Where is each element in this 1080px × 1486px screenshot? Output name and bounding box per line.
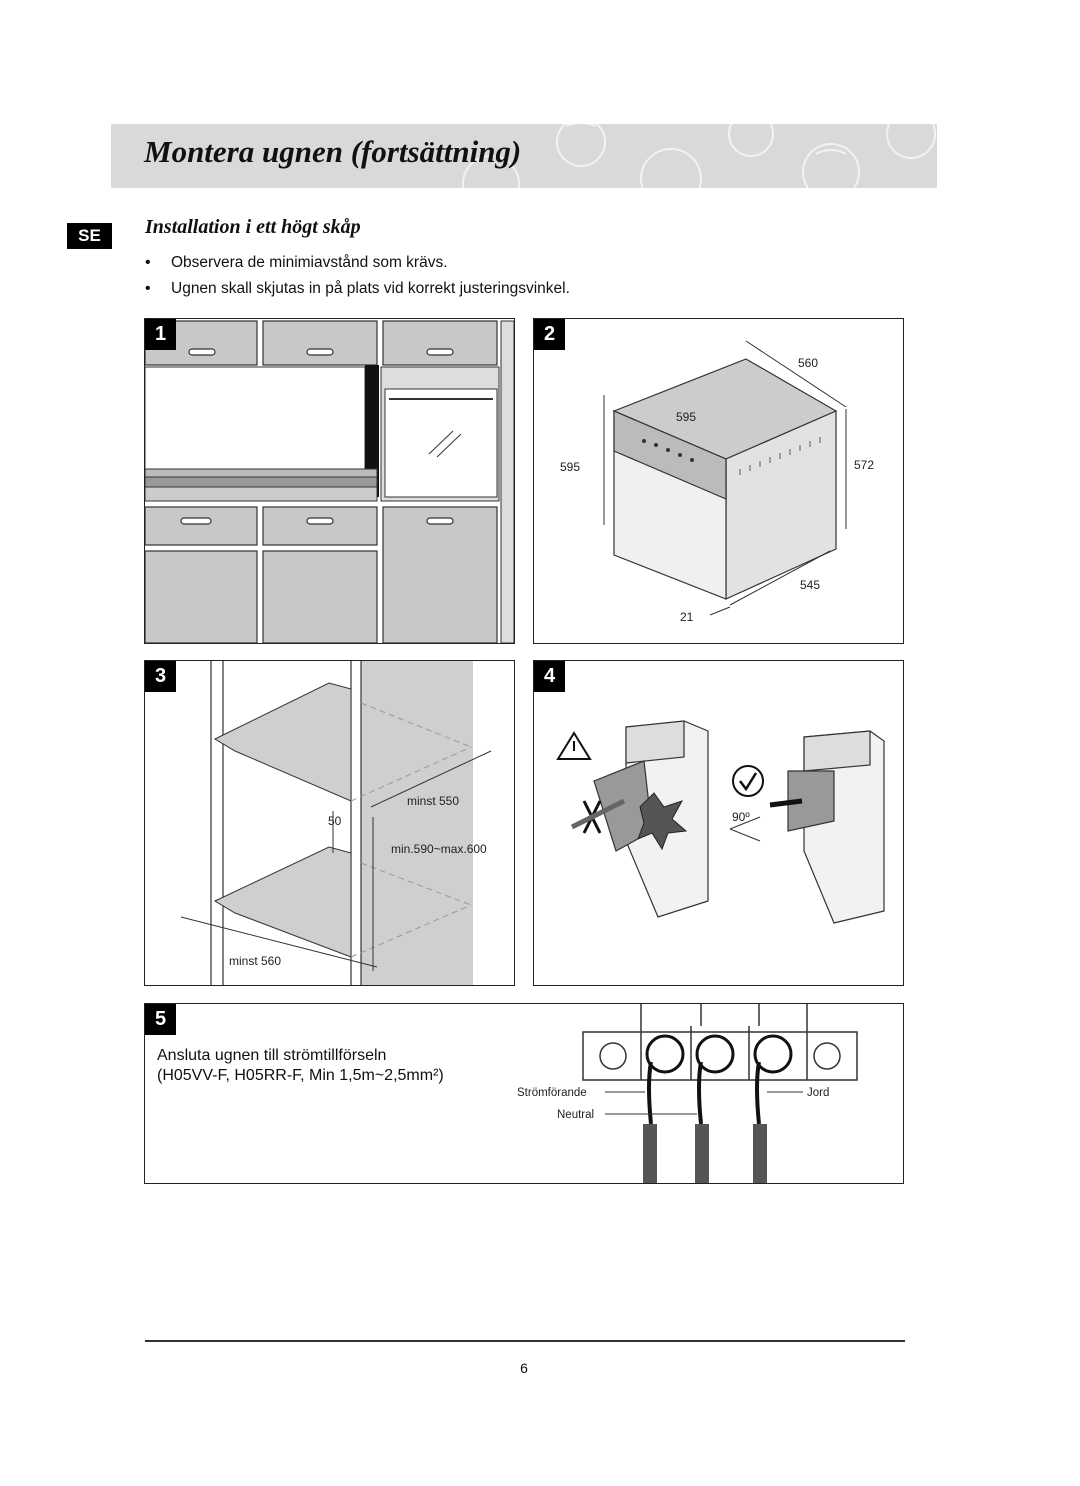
footer-divider bbox=[145, 1340, 905, 1342]
neutral-wire-label: Neutral bbox=[557, 1109, 594, 1121]
tomato-pattern bbox=[462, 124, 936, 188]
instruction-item: Observera de minimiavstånd som krävs. bbox=[145, 252, 570, 278]
cabinet-clearance-drawing: minst 550 50 min.590~max.600 minst 560 bbox=[180, 661, 492, 985]
figure-5: 5 Ansluta ugnen till strömtillförseln (H… bbox=[144, 1003, 904, 1184]
figure-2: 560 595 595 572 545 21 2 bbox=[533, 318, 904, 644]
dim-width-label: 595 bbox=[676, 410, 696, 424]
dim-door-label: 21 bbox=[680, 610, 694, 624]
connection-text-line2: (H05VV-F, H05RR-F, Min 1,5m~2,5mm²) bbox=[157, 1067, 444, 1084]
dim-body-depth-label: 545 bbox=[800, 578, 820, 592]
figure-number: 5 bbox=[145, 1004, 176, 1035]
figure-3: minst 550 50 min.590~max.600 minst 560 3 bbox=[144, 660, 515, 986]
oven-dimension-drawing: 560 595 595 572 545 21 bbox=[560, 340, 874, 624]
figure-4: 90º 4 bbox=[533, 660, 904, 986]
connection-instructions: Ansluta ugnen till strömtillförseln (H05… bbox=[157, 1046, 444, 1086]
figure-number: 3 bbox=[145, 661, 176, 692]
dim-height-right-label: 572 bbox=[854, 458, 874, 472]
kitchen-cabinet-drawing bbox=[145, 320, 514, 643]
instruction-item: Ugnen skall skjutas in på plats vid korr… bbox=[145, 278, 570, 304]
figure-number: 2 bbox=[534, 319, 565, 350]
angle-label: 90º bbox=[732, 810, 750, 824]
section-title: Installation i ett högt skåp bbox=[145, 216, 361, 238]
figure-1: 1 bbox=[144, 318, 515, 644]
insertion-angle-drawing: 90º bbox=[556, 720, 885, 924]
instruction-list: Observera de minimiavstånd som krävs. Ug… bbox=[145, 252, 570, 304]
min-depth-bottom-label: minst 560 bbox=[229, 954, 281, 968]
figure-number: 1 bbox=[145, 319, 176, 350]
gap-label: 50 bbox=[328, 814, 342, 828]
page-number: 6 bbox=[520, 1360, 528, 1376]
figure-number: 4 bbox=[534, 661, 565, 692]
header-banner: Montera ugnen (fortsättning) bbox=[111, 124, 937, 188]
height-range-label: min.590~max.600 bbox=[391, 842, 487, 856]
dim-height-left-label: 595 bbox=[560, 460, 580, 474]
language-tag: SE bbox=[67, 223, 112, 249]
earth-wire-label: Jord bbox=[807, 1087, 829, 1099]
live-wire-label: Strömförande bbox=[517, 1087, 587, 1099]
terminal-block-drawing: Strömförande Neutral Jord bbox=[517, 1004, 858, 1183]
dim-depth-label: 560 bbox=[798, 356, 818, 370]
connection-text-line1: Ansluta ugnen till strömtillförseln bbox=[157, 1047, 387, 1064]
page-title: Montera ugnen (fortsättning) bbox=[144, 134, 522, 169]
min-depth-top-label: minst 550 bbox=[407, 794, 459, 808]
